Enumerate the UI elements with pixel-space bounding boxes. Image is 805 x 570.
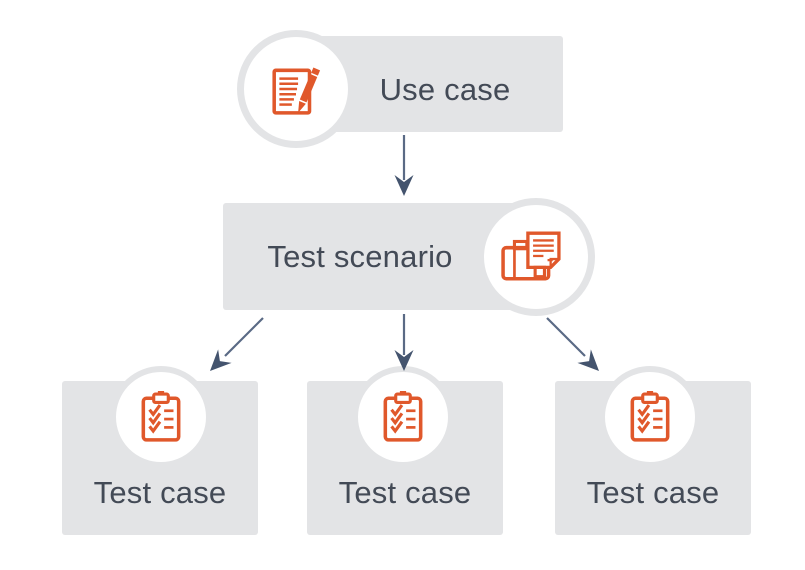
use-case-label: Use case <box>379 72 511 108</box>
test-case-2-label: Test case <box>338 475 472 511</box>
node-test-case-1-circle <box>110 366 212 468</box>
clipboard-checklist-icon <box>630 391 670 442</box>
test-case-3-label: Test case <box>586 475 720 511</box>
node-test-case-2-circle <box>352 366 454 468</box>
node-test-scenario-circle <box>477 198 595 316</box>
arrow-use-case-to-test-scenario <box>394 135 414 196</box>
clipboard-checklist-icon <box>141 391 181 442</box>
clipboard-checklist-icon <box>383 391 423 442</box>
node-test-case-3-circle <box>599 366 701 468</box>
node-use-case-circle <box>237 30 355 148</box>
test-case-1-label: Test case <box>93 475 227 511</box>
test-scenario-label: Test scenario <box>267 238 453 274</box>
document-edit-icon <box>272 67 321 115</box>
briefcase-documents-icon <box>501 231 561 281</box>
arrow-test-scenario-to-test-case-3 <box>546 317 599 371</box>
arrow-test-scenario-to-test-case-2 <box>394 314 414 371</box>
arrow-test-scenario-to-test-case-1 <box>210 317 264 371</box>
